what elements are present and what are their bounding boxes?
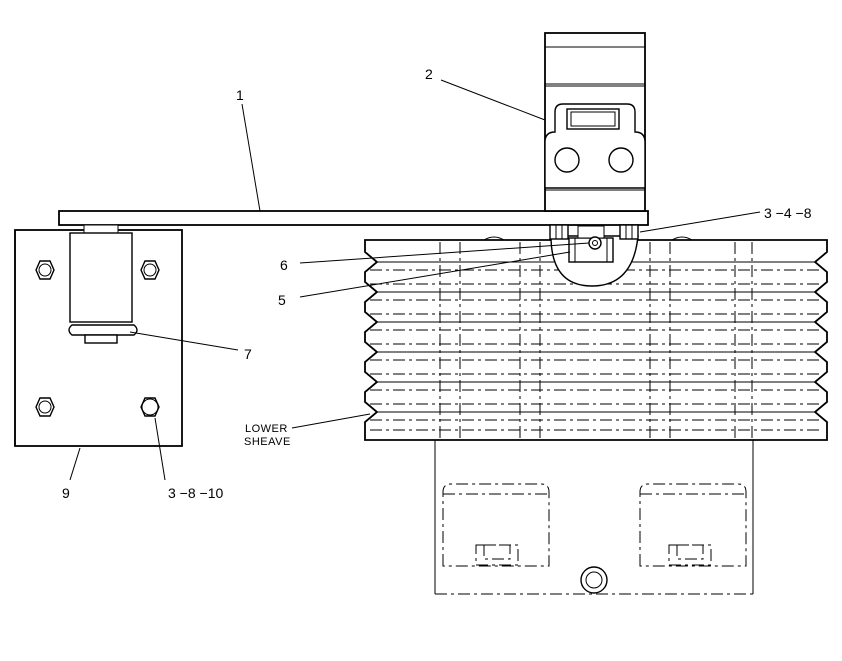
grease-fitting-assembly — [568, 225, 614, 263]
lower-sheave-label-line2: SHEAVE — [244, 436, 291, 448]
lower-sheave-label-line1: LOWER — [245, 423, 288, 435]
leader-lines — [69, 79, 761, 481]
callout-7: 7 — [244, 346, 252, 362]
bolt-head-bottom-left — [35, 397, 55, 417]
housing-pocket-right — [639, 483, 747, 567]
callout-2: 2 — [425, 66, 433, 82]
grease-fitting — [588, 236, 602, 250]
callout-3-4-8: 3 −4 −8 — [764, 205, 812, 221]
bolt-head-top-left — [35, 260, 55, 280]
callout-6: 6 — [280, 257, 288, 273]
lower-housing — [434, 440, 754, 595]
bolt-head-top-right — [140, 260, 160, 280]
mounting-nuts — [549, 224, 639, 240]
housing-drain-plug — [580, 566, 608, 594]
callout-9: 9 — [62, 485, 70, 501]
callout-3-8-10: 3 −8 −10 — [168, 485, 223, 501]
bolt-head-bottom-right — [140, 397, 160, 417]
callout-labels: 1 2 3 −4 −8 6 5 7 LOWER SHEAVE 9 3 −8 −1… — [62, 66, 812, 501]
lower-sheave — [364, 236, 828, 441]
upper-component — [544, 32, 646, 212]
upper-bracket — [58, 210, 649, 226]
callout-5: 5 — [278, 292, 286, 308]
pivot-block — [68, 224, 138, 344]
sheave-hidden-verticals — [439, 242, 753, 438]
callout-1: 1 — [236, 87, 244, 103]
housing-pocket-left — [442, 483, 550, 567]
